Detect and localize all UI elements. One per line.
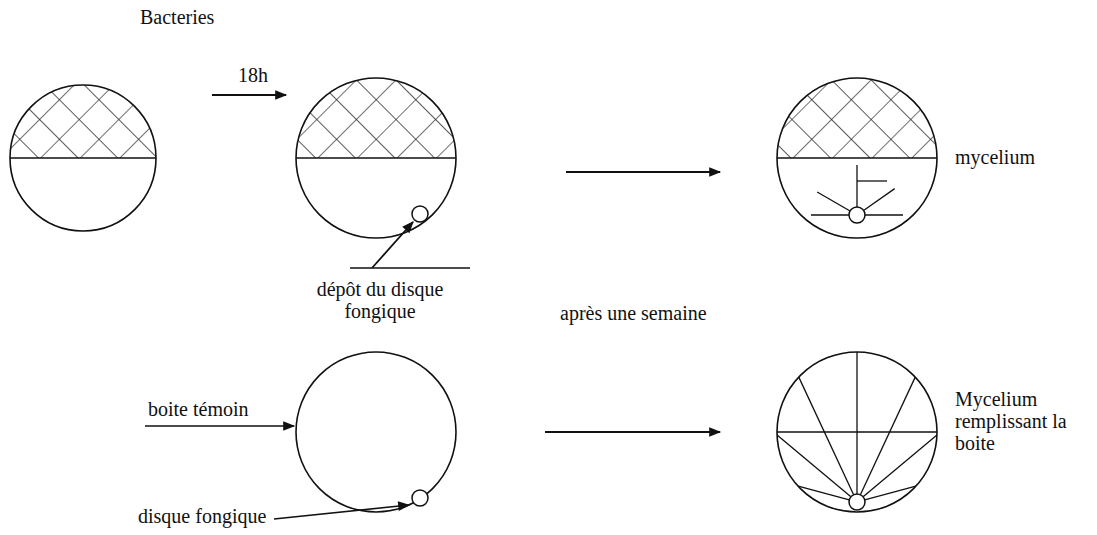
culture-label: Bacteries <box>140 6 214 28</box>
growth-front <box>787 432 927 502</box>
mycelium-hypha <box>864 189 895 211</box>
mycelium-hypha <box>857 180 887 181</box>
lawn-edge <box>296 157 456 159</box>
fungal-disc <box>412 206 428 222</box>
step-label: dépôt du disque fongique <box>300 278 460 322</box>
time-label: 18h <box>238 64 268 86</box>
mycelium-hypha <box>865 214 903 215</box>
result-label: Mycelium remplissant la boite <box>955 388 1070 454</box>
mycelium-hypha <box>860 377 915 495</box>
pointer-arrow <box>274 505 409 519</box>
bacteria-lawn <box>777 78 937 158</box>
time-label: après une semaine <box>560 302 707 324</box>
petri-dish <box>296 78 456 238</box>
process-arrow <box>545 431 720 433</box>
fungal-disc <box>412 490 428 506</box>
fungal-disc <box>849 494 865 510</box>
petri-dish <box>777 78 937 238</box>
petri-dish <box>777 352 937 512</box>
mycelium-hypha <box>777 435 851 497</box>
process-arrow <box>566 171 720 173</box>
bacteria-lawn <box>10 85 156 158</box>
mycelium-hypha <box>856 165 857 207</box>
process-arrow <box>212 94 286 96</box>
part-label: disque fongique <box>138 505 266 527</box>
leader-line <box>350 267 470 269</box>
mycelium-hypha <box>798 486 849 500</box>
growth-front <box>752 397 962 502</box>
mycelium-hypha <box>799 377 854 495</box>
petri-dish <box>296 352 456 512</box>
mycelium-hypha <box>817 192 850 211</box>
bacteria-lawn <box>296 78 456 158</box>
lawn-edge <box>10 157 156 159</box>
fungal-disc <box>849 207 865 223</box>
mycelium-hypha <box>856 352 857 494</box>
petri-dish <box>10 85 156 231</box>
lawn-edge <box>777 157 937 159</box>
pointer-arrow <box>372 222 413 268</box>
mycelium-hypha <box>811 214 849 215</box>
control-label: boite témoin <box>148 398 249 420</box>
part-label: mycelium <box>955 146 1035 168</box>
pointer-arrow <box>145 425 294 427</box>
